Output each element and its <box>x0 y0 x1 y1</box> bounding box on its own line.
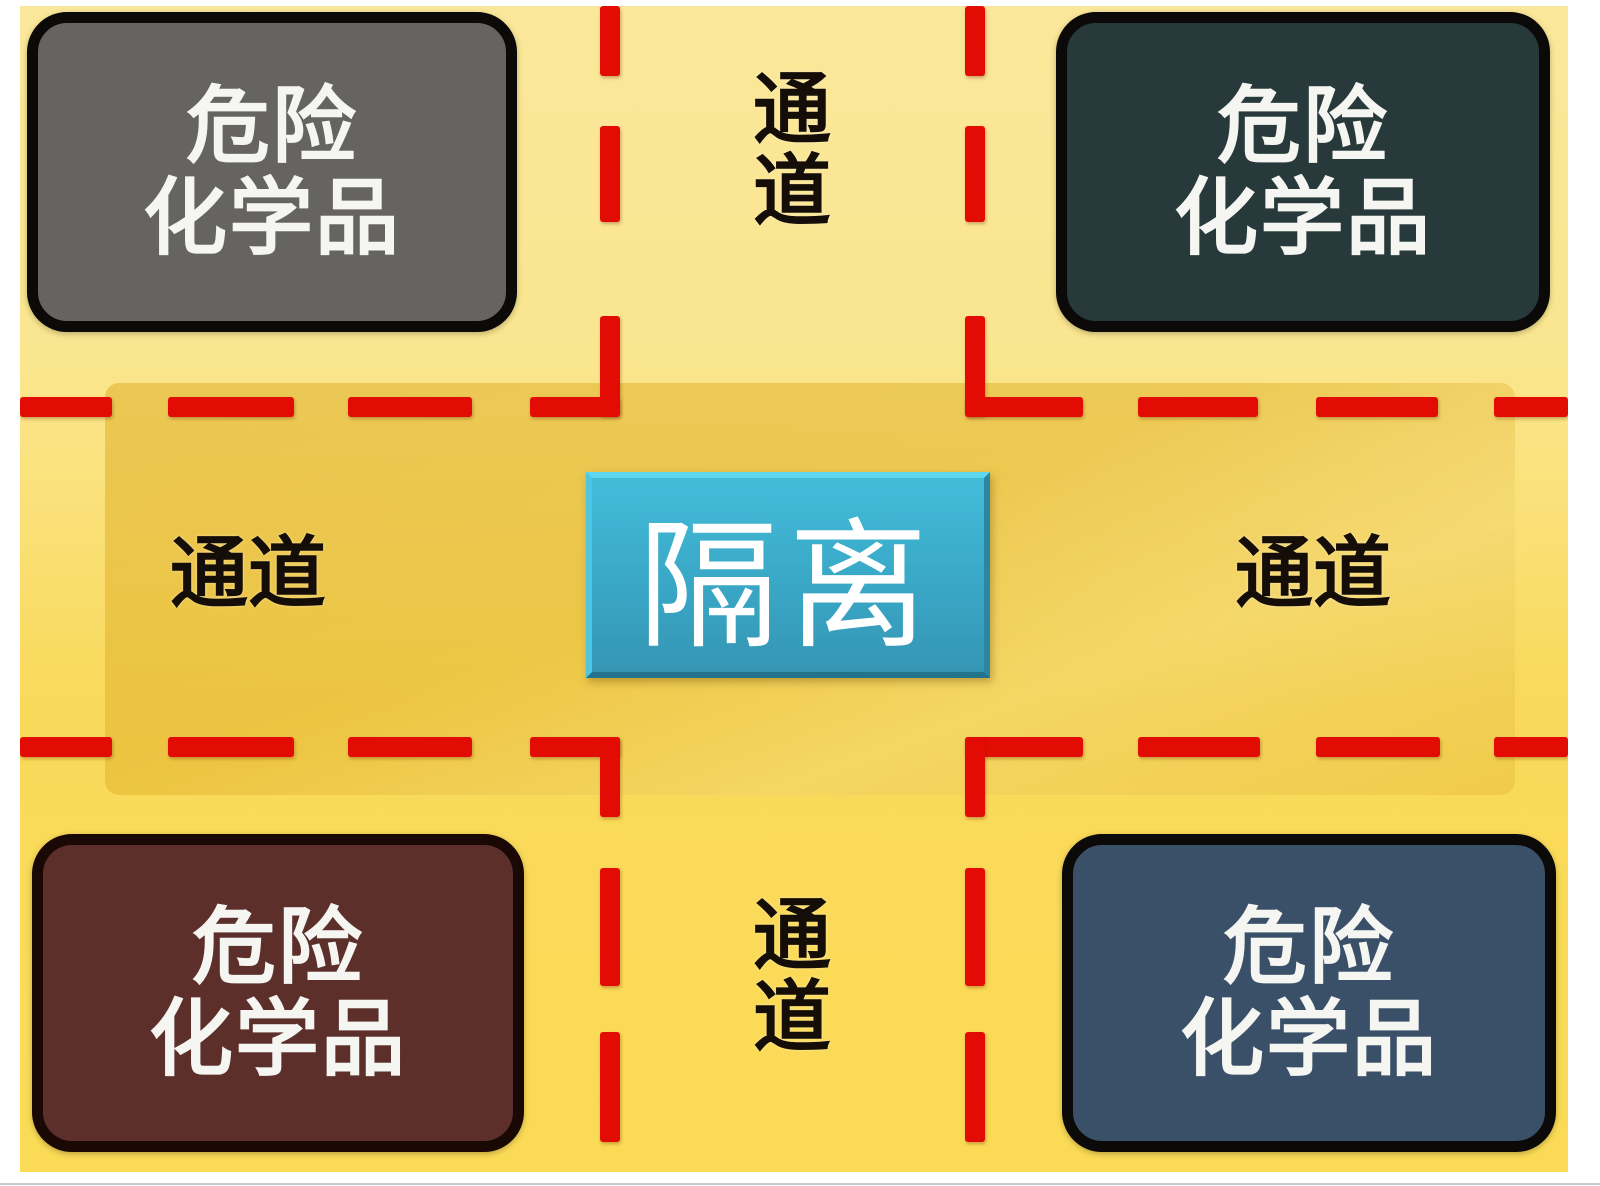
hazard-label-line2: 化学品 <box>148 990 407 1088</box>
hazard-box-bottom-right: 危险 化学品 <box>1062 834 1556 1152</box>
isolation-label: 隔离 <box>637 506 938 669</box>
passage-label-bottom: 通道 <box>752 891 831 1063</box>
passage-label-top: 通道 <box>752 65 831 237</box>
hazard-label-line1: 危险 <box>1216 77 1389 175</box>
bottom-divider <box>0 1183 1600 1185</box>
hazard-box-bottom-left: 危险 化学品 <box>32 834 524 1152</box>
hazard-box-top-right: 危险 化学品 <box>1056 12 1550 332</box>
passage-label-right: 通道 <box>1235 529 1392 619</box>
hazard-label-line1: 危险 <box>1222 898 1395 996</box>
hazard-label-line2: 化学品 <box>142 169 401 267</box>
hazard-label-line1: 危险 <box>191 898 364 996</box>
hazard-label-line1: 危险 <box>185 77 358 175</box>
hazard-box-top-left: 危险 化学品 <box>27 12 517 332</box>
isolation-box: 隔离 <box>586 472 990 678</box>
diagram-canvas: 危险 化学品 危险 化学品 危险 化学品 危险 化学品 通道 通道 通道 通道 … <box>20 6 1568 1172</box>
hazard-label-line2: 化学品 <box>1179 990 1438 1088</box>
passage-label-left: 通道 <box>170 529 327 619</box>
hazard-label-line2: 化学品 <box>1173 169 1432 267</box>
